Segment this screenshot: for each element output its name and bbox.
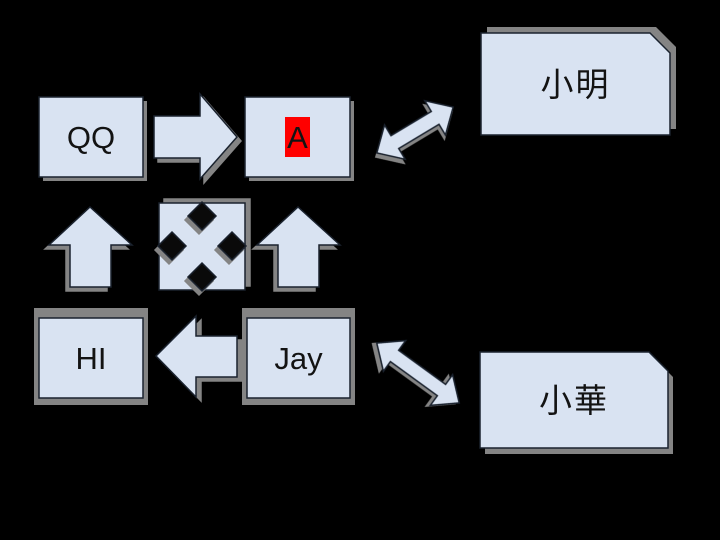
jay-box <box>246 317 351 399</box>
hi-box <box>38 317 144 399</box>
a-node-label-wrap: A <box>245 97 350 177</box>
a-node-label: A <box>287 119 308 155</box>
a-highlight-box: A <box>285 117 310 157</box>
xiaohua-node-label: 小華 <box>539 381 609 419</box>
xiaoming-card <box>480 32 671 136</box>
right-diamond-notch-icon <box>216 230 248 262</box>
hi-node-label: HI <box>75 340 107 376</box>
xiaohua-card <box>479 351 669 449</box>
left-diamond-notch-icon <box>156 230 188 262</box>
jay-to-hi-arrow <box>154 314 238 399</box>
jay-to-a-up-arrow <box>255 205 342 288</box>
diamond-notch-square <box>156 200 248 293</box>
bottom-diamond-notch-icon <box>186 261 218 293</box>
hi-to-qq-up-arrow <box>47 205 134 288</box>
jay-node-label: Jay <box>274 340 323 376</box>
a-xiaoming-double-arrow <box>375 99 455 161</box>
xiaoming-node-label: 小明 <box>540 65 611 103</box>
qq-node-label: QQ <box>66 119 116 155</box>
qq-box <box>38 96 144 178</box>
qq-to-a-arrow <box>153 91 238 181</box>
jay-xiaohua-double-arrow <box>375 339 461 407</box>
top-diamond-notch-icon <box>186 200 218 232</box>
